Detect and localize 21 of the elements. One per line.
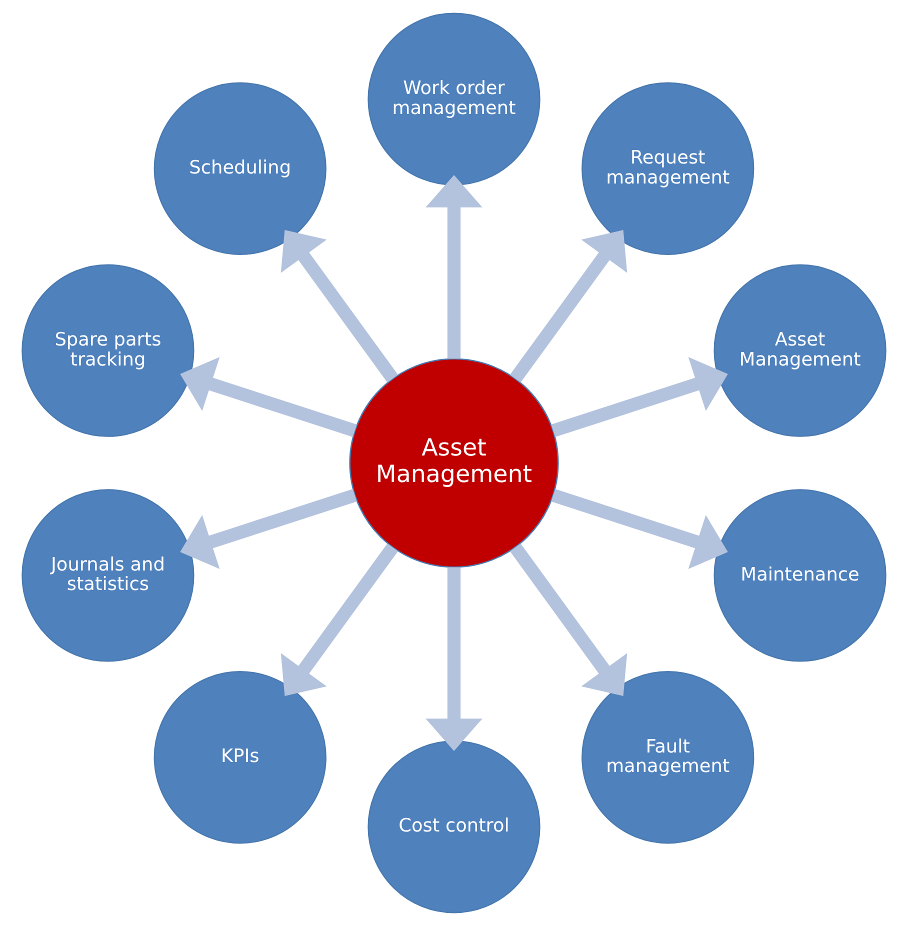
node-circle: Spare parts tracking xyxy=(22,264,194,437)
node-circle: KPIs xyxy=(154,671,326,844)
node-circle: Work order management xyxy=(368,12,540,186)
node-circle: Cost control xyxy=(368,740,540,914)
node-circle: Journals and statistics xyxy=(22,489,194,662)
arrow xyxy=(551,357,728,438)
arrow xyxy=(180,488,357,569)
arrow xyxy=(510,543,628,696)
node-circle: Scheduling xyxy=(154,82,326,255)
arrow xyxy=(510,230,628,383)
arrow xyxy=(280,543,398,696)
arrow xyxy=(280,230,398,383)
node-circle: Fault management xyxy=(582,671,754,844)
arrow xyxy=(180,357,357,438)
arrow xyxy=(551,488,728,569)
arrow xyxy=(426,175,482,359)
node-circle: Asset Management xyxy=(714,264,886,437)
arrow xyxy=(426,567,482,751)
node-circle: Asset Management xyxy=(349,358,559,568)
node-circle: Maintenance xyxy=(714,489,886,662)
node-circle: Request management xyxy=(582,82,754,255)
